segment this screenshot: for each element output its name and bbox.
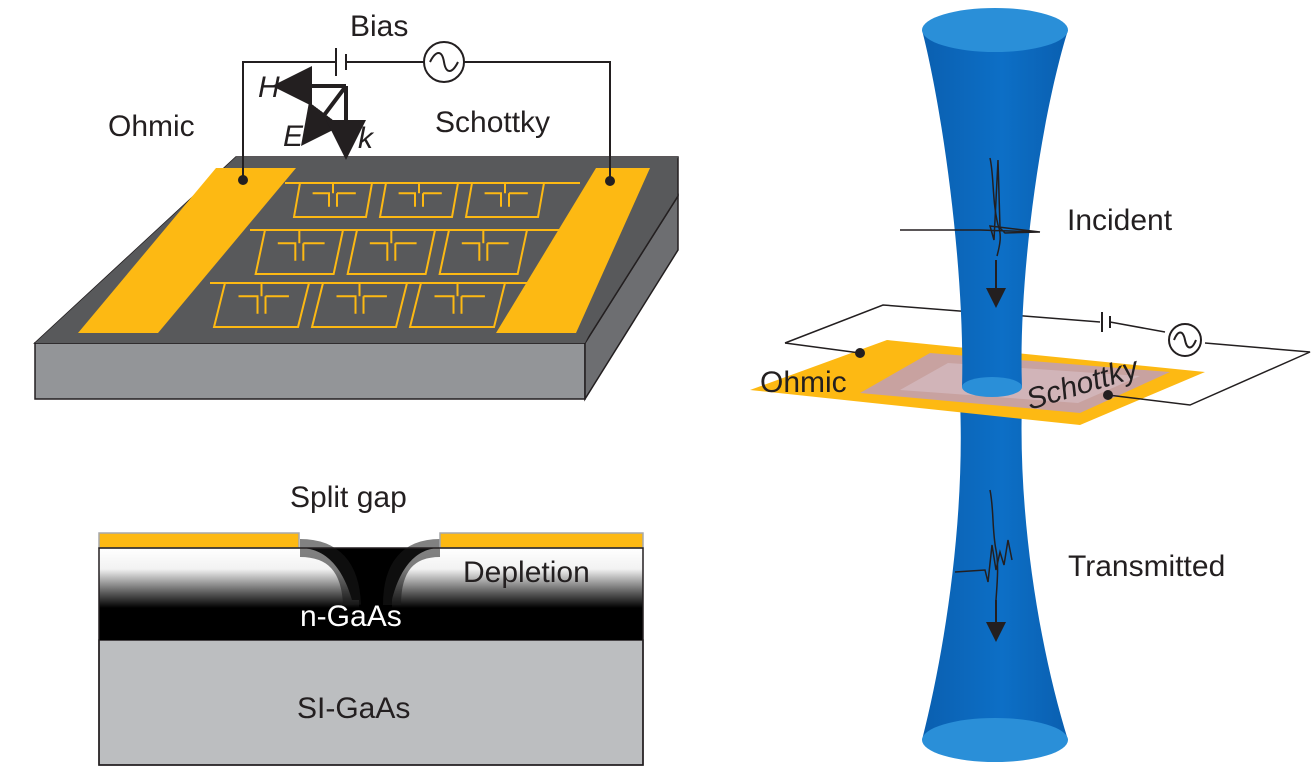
ac-source-wave	[429, 52, 459, 72]
srr-cell	[438, 229, 529, 275]
srr-cell	[292, 182, 374, 218]
srr-gap	[238, 283, 289, 314]
srr-cell	[212, 282, 311, 328]
split-gap-label: Split gap	[290, 481, 407, 514]
k-vector-label: k	[358, 122, 375, 155]
depletion-label: Depletion	[463, 556, 590, 589]
transmitted-pulse-trace	[989, 489, 999, 601]
srr-gap	[434, 283, 485, 314]
srr-gap	[369, 230, 417, 261]
schottky-label: Schottky	[435, 106, 550, 139]
incident-label: Incident	[1067, 204, 1173, 237]
schottky-contact-strip	[496, 168, 650, 333]
srr-gap	[461, 230, 509, 261]
ohmic-contact-dot	[238, 175, 248, 185]
srr-gap	[484, 183, 528, 207]
beam-bottom-cap	[922, 718, 1068, 762]
bias-circuit	[242, 48, 611, 180]
srr-gap	[336, 283, 387, 314]
beam-waist	[962, 377, 1022, 397]
device-panel: Bias Ohmic Schottky H E k	[33, 10, 679, 402]
srr-cell	[378, 182, 460, 218]
ohmic-label: Ohmic	[108, 110, 195, 143]
field-axes	[272, 66, 366, 160]
si-gaas-label: SI-GaAs	[297, 692, 410, 725]
transmitted-label: Transmitted	[1068, 550, 1225, 583]
h-field-label: H	[258, 71, 280, 104]
ohmic-dot-right	[855, 348, 865, 358]
ohmic-contact-strip	[78, 168, 296, 333]
ohmic-wire	[784, 342, 861, 354]
si-gaas-layer	[98, 639, 644, 766]
srr-cell	[408, 282, 507, 328]
srr-gap	[312, 183, 356, 207]
circuit-outline	[784, 304, 1101, 344]
cross-section-panel: Split gap Depletion n-GaAs SI-GaAs	[98, 481, 644, 766]
depletion-right	[392, 548, 643, 608]
ac-wave-right	[1173, 331, 1197, 349]
metal-right	[439, 532, 644, 549]
schottky-contact-dot	[605, 176, 615, 186]
circuit-outline-2	[1109, 321, 1166, 333]
transmitted-pulse	[954, 539, 1013, 583]
circuit-outline-3	[1107, 342, 1311, 406]
e-field-label: E	[283, 120, 304, 153]
bias-label: Bias	[350, 10, 408, 43]
substrate-front	[34, 342, 586, 400]
srr-cells	[212, 182, 546, 328]
cross-section-border	[98, 547, 644, 766]
srr-cell	[346, 229, 437, 275]
metal-left	[98, 532, 300, 549]
srr-gap	[398, 183, 442, 207]
schottky-dot-right	[1103, 390, 1113, 400]
n-gaas-label: n-GaAs	[300, 600, 402, 633]
transmitted-beam	[922, 400, 1068, 740]
incident-pulse-trace	[989, 157, 1001, 257]
beam-top-cap	[922, 8, 1068, 52]
srr-gap	[277, 230, 325, 261]
srr-cell	[254, 229, 345, 275]
srr-cell	[310, 282, 409, 328]
srr-cell	[464, 182, 546, 218]
beam-panel: Incident Transmitted Ohmic Schottky	[750, 8, 1311, 762]
ohmic-label-right: Ohmic	[760, 366, 847, 399]
